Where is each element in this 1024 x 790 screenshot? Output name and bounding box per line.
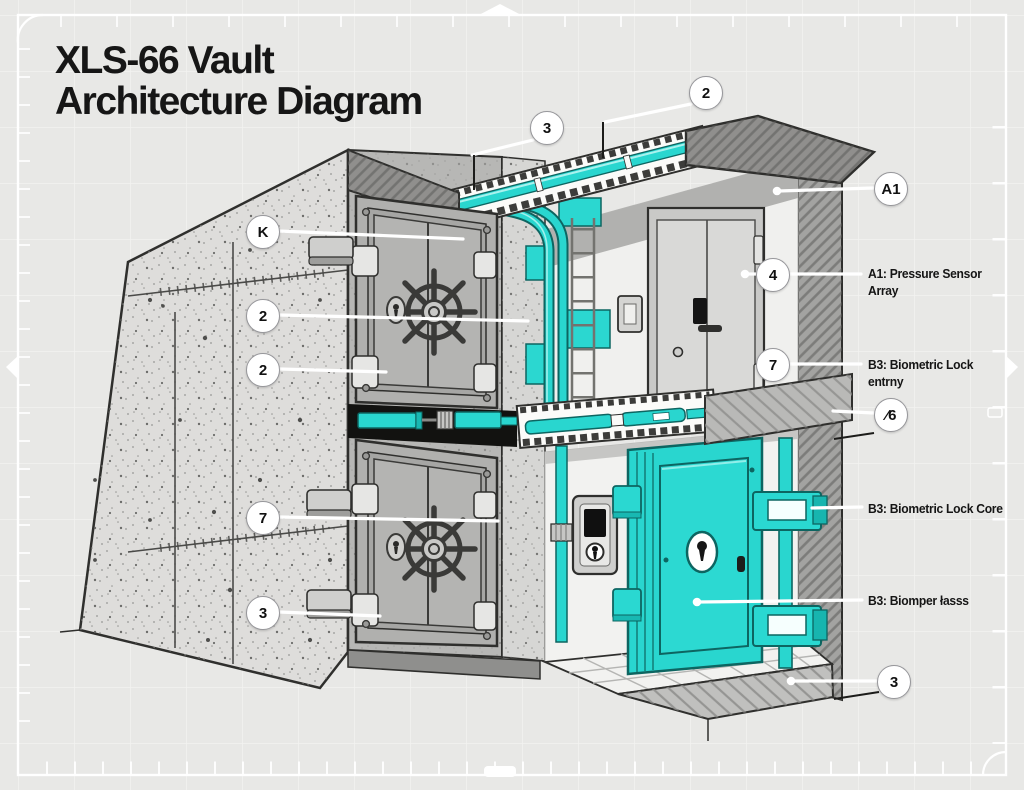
- biometric-teal-door: [612, 436, 828, 676]
- bottom-center-tab-icon: [484, 766, 516, 777]
- leader-line-2-lower-left: [278, 367, 388, 374]
- leader-line-6: [831, 409, 876, 415]
- perforated-sensor-rail: [515, 388, 718, 449]
- callout-3-left[interactable]: 3: [246, 596, 280, 630]
- callout-2-upper-left[interactable]: 2: [246, 299, 280, 333]
- upper-vault-door: [351, 194, 499, 410]
- page-title-line1: XLS-66 Vault: [55, 39, 275, 82]
- door-handle-icon: [737, 556, 745, 572]
- callout-label-a1: A1: [881, 180, 901, 198]
- anchor-dots: [93, 248, 333, 643]
- door-hinges: [351, 483, 497, 631]
- callout-k[interactable]: K: [246, 215, 280, 249]
- leader-line-2-top: [603, 102, 693, 124]
- leader-line-3-bottom: [833, 691, 880, 700]
- label-b3-biometric-lock-entry: B3: Biometric Lock entrny: [868, 356, 973, 390]
- keyhole-icon: [699, 550, 705, 561]
- door-knob-icon: [672, 346, 684, 358]
- leader-line-a1: [777, 186, 875, 193]
- floor-slab-edge: [617, 662, 835, 741]
- right-edge-marker-icon: [1005, 355, 1018, 380]
- slab-end-hatched: [704, 372, 853, 446]
- label-a1-pressure-sensor-array-line2: Array: [868, 283, 899, 298]
- frame-screws: [361, 207, 492, 403]
- callout-label-6: ⁄6: [885, 406, 897, 424]
- label-b3-biometric-lock-core-line1: B3: Biometric Lock Core: [868, 501, 1003, 516]
- corner-arc-bottom-right: [981, 750, 1007, 776]
- service-ladder: [570, 218, 596, 404]
- label-b3-biometric-lock-entry-line2: entrny: [868, 374, 904, 389]
- teal-bolt-actuators: [357, 410, 518, 430]
- callout-label-2-upper-left: 2: [258, 307, 268, 325]
- biometric-keypad-panel: [571, 494, 619, 576]
- leader-dot-4: [740, 269, 750, 279]
- callout-2-top[interactable]: 2: [689, 76, 723, 110]
- leader-dot-3-bottom: [786, 676, 796, 686]
- callout-6[interactable]: ⁄6: [874, 398, 908, 432]
- leader-line-6: [833, 432, 875, 440]
- concrete-left-wall: [59, 147, 350, 690]
- callout-label-4: 4: [768, 266, 778, 284]
- roof-sensor-band: [447, 124, 713, 229]
- corner-arc-top-left: [16, 13, 44, 44]
- leader-dot-a1: [772, 186, 782, 196]
- leader-line-3-top: [470, 138, 535, 157]
- building-base: [347, 649, 541, 680]
- right-edge-badge-icon: [987, 407, 1003, 418]
- leader-line-3-left: [277, 610, 382, 618]
- upper-interior-room: [458, 159, 799, 416]
- door-handle-icon: [698, 325, 722, 332]
- keypad-screen: [584, 509, 606, 537]
- left-edge-marker-icon: [6, 355, 19, 380]
- label-b3-biomper-line1: B3: Biomper łasss: [868, 593, 969, 608]
- label-b3-biometric-lock-entry-line1: B3: Biometric Lock: [868, 357, 974, 372]
- callout-3-top[interactable]: 3: [530, 111, 564, 145]
- pipe-collar: [550, 523, 573, 542]
- callout-2-lower-left[interactable]: 2: [246, 353, 280, 387]
- label-a1-pressure-sensor-array-line1: A1: Pressure Sensor: [868, 266, 982, 281]
- page-title-line2: Architecture Diagram: [55, 80, 423, 123]
- door-hinges: [351, 245, 497, 393]
- callout-label-3-bottom: 3: [889, 673, 899, 691]
- teal-hinge: [612, 485, 642, 622]
- top-center-marker-icon: [477, 4, 523, 16]
- callout-7-left[interactable]: 7: [246, 501, 280, 535]
- leader-line-7-left: [278, 515, 500, 523]
- page-title: XLS-66 Vault Architecture Diagram: [55, 39, 423, 123]
- callout-4[interactable]: 4: [756, 258, 790, 292]
- roof-slab-right: [684, 114, 877, 185]
- wall-switch-panel: [617, 295, 643, 333]
- callout-label-k: K: [257, 223, 269, 241]
- teal-latch-assembly-lower: [752, 605, 828, 647]
- teal-latch-assembly-upper: [752, 491, 828, 531]
- callout-label-2-lower-left: 2: [258, 361, 268, 379]
- door-keypad-icon: [693, 298, 707, 324]
- callout-label-7-right: 7: [768, 356, 778, 374]
- callout-label-2-top: 2: [701, 84, 711, 102]
- label-dot-b3-biomper: [692, 597, 702, 607]
- lower-vault-door: [351, 438, 499, 648]
- callout-a1[interactable]: A1: [874, 172, 908, 206]
- callout-7-right[interactable]: 7: [756, 348, 790, 382]
- label-b3-biometric-lock-core: B3: Biometric Lock Core: [868, 500, 1003, 517]
- ground-line: [59, 629, 81, 633]
- inter-floor-band: [348, 372, 853, 449]
- leader-line-2-upper-left: [278, 313, 530, 323]
- callout-label-3-top: 3: [542, 119, 552, 137]
- keyhole-icon: [592, 546, 598, 552]
- label-b3-biomper: B3: Biomper łasss: [868, 592, 969, 609]
- label-lead-b3-biomper: [697, 598, 864, 604]
- label-lead-b3-biometric-lock-core: [810, 505, 864, 510]
- vault-wheel-icon: [390, 505, 478, 593]
- leader-line-k: [277, 229, 465, 241]
- teal-riser-pipe: [555, 445, 568, 643]
- callout-3-bottom[interactable]: 3: [877, 665, 911, 699]
- callout-label-7-left: 7: [258, 509, 268, 527]
- callout-label-3-left: 3: [258, 604, 268, 622]
- frame-screws: [361, 451, 492, 641]
